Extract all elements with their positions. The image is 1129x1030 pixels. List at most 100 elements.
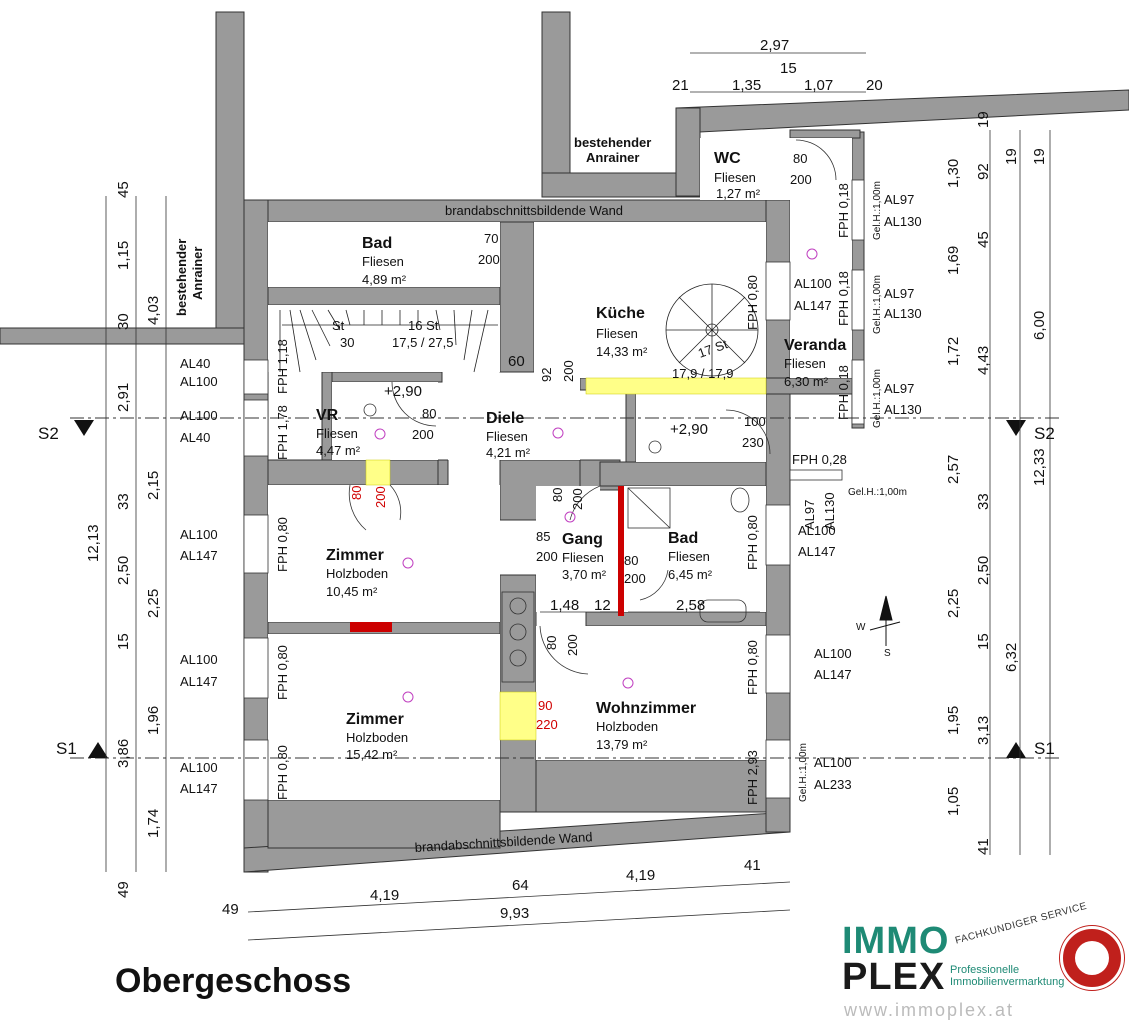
door-height: 200 — [478, 252, 500, 267]
section-label: S1 — [56, 739, 77, 758]
stairs — [279, 309, 498, 373]
door-swings — [348, 139, 837, 675]
door-height: 200 — [536, 549, 558, 564]
dim-left: 2,50 — [115, 556, 132, 585]
dim-top: 1,07 — [804, 77, 833, 94]
dim-bottom: 4,19 — [626, 867, 655, 884]
window-gel: Gel.H.:1,00m — [798, 743, 809, 802]
window-al-top: AL100 — [814, 755, 852, 770]
room-name: Bad — [668, 530, 698, 547]
door-width: 60 — [508, 353, 525, 370]
window-al-bottom: AL147 — [798, 544, 836, 559]
windows-left — [243, 359, 269, 801]
dim-right: 1,72 — [945, 337, 962, 366]
dim-right: 41 — [975, 838, 992, 855]
window-fph: FPH 0,28 — [792, 452, 847, 467]
room-floor: Holzboden — [346, 730, 408, 745]
door-width: 90 — [538, 698, 552, 713]
window-al-bottom: AL130 — [884, 214, 922, 229]
window-al-top: AL40 — [180, 356, 210, 371]
dim-bottom: 49 — [222, 901, 239, 918]
room-area: 4,89 m² — [362, 272, 407, 287]
dim-right: 1,95 — [945, 706, 962, 735]
window-fph: FPH 1,78 — [275, 405, 290, 460]
window-al-top: AL97 — [802, 500, 817, 530]
dim-inner: 2,58 — [676, 597, 705, 614]
dim-left: 49 — [115, 881, 132, 898]
dim-left: 2,25 — [145, 589, 162, 618]
dim-right: 2,57 — [945, 455, 962, 484]
room-area: 1,27 m² — [716, 186, 761, 201]
dim-top: 21 — [672, 77, 689, 94]
door-height: 200 — [790, 172, 812, 187]
dim-left: 1,74 — [145, 809, 162, 838]
door-width: 80 — [550, 488, 565, 502]
dim-left: 2,91 — [115, 383, 132, 412]
stairs-label: St — [332, 318, 345, 333]
room-area: 15,42 m² — [346, 747, 398, 762]
window-fph: FPH 1,18 — [275, 339, 290, 394]
dim-right: 1,05 — [945, 787, 962, 816]
logo-url: www.immoplex.at — [844, 1000, 1015, 1020]
level-label: +2,90 — [670, 421, 708, 438]
door-width: 80 — [544, 636, 559, 650]
dim-right: 6,00 — [1031, 311, 1048, 340]
dim-left: 3,86 — [115, 739, 132, 768]
room-floor: Fliesen — [714, 170, 756, 185]
wall-label-top: brandabschnittsbildende Wand — [445, 203, 623, 218]
window-fph: FPH 2,93 — [745, 750, 760, 805]
room-area: 6,45 m² — [668, 567, 713, 582]
dim-bottom: 41 — [744, 857, 761, 874]
window-fph: FPH 0,80 — [275, 517, 290, 572]
window-fph: FPH 0,18 — [836, 271, 851, 326]
dim-right: 92 — [975, 163, 992, 180]
window-al-bottom: AL147 — [814, 667, 852, 682]
room-floor: Fliesen — [362, 254, 404, 269]
dim-inner: 1,48 — [550, 597, 579, 614]
room-name: WC — [714, 150, 741, 167]
room-floor: Fliesen — [486, 429, 528, 444]
window-al-top: AL100 — [180, 408, 218, 423]
openings — [365, 377, 767, 741]
room-name: Küche — [596, 305, 645, 322]
dim-right: 6,32 — [1003, 643, 1020, 672]
logo-immo: IMMO — [842, 920, 950, 962]
room-floor: Fliesen — [784, 356, 826, 371]
stairs-label: 30 — [340, 335, 354, 350]
neighbor-left-line1: bestehender — [174, 239, 189, 316]
dim-right: 4,43 — [975, 346, 992, 375]
window-al-top: AL100 — [814, 646, 852, 661]
stairs-label: 17,5 / 27,5 — [392, 335, 453, 350]
window-al-top: AL97 — [884, 381, 914, 396]
room-name: Zimmer — [346, 711, 404, 728]
fixtures — [363, 403, 750, 683]
door-width: 80 — [422, 406, 436, 421]
window-al-bottom: AL147 — [180, 548, 218, 563]
window-al-top: AL100 — [798, 523, 836, 538]
compass-south: S — [884, 648, 891, 659]
neighbor-top-line2: Anrainer — [586, 150, 639, 165]
window-gel: Gel.H.:1,00m — [872, 369, 883, 428]
window-fph: FPH 0,18 — [836, 183, 851, 238]
window-fph: FPH 0,80 — [745, 275, 760, 330]
door-width: 100 — [744, 414, 766, 429]
door-width: 92 — [539, 368, 554, 382]
window-al-bottom: AL130 — [822, 492, 837, 530]
room-floor: Fliesen — [316, 426, 358, 441]
section-label: S1 — [1034, 739, 1055, 758]
window-gel: Gel.H.:1,00m — [872, 181, 883, 240]
window-fph: FPH 0,80 — [275, 745, 290, 800]
room-name: Veranda — [784, 337, 846, 354]
dim-inner: 12 — [594, 597, 611, 614]
window-al-bottom: AL100 — [180, 374, 218, 389]
dimension-lines — [105, 52, 1051, 941]
door-width: 80 — [793, 151, 807, 166]
dim-bottom: 4,19 — [370, 887, 399, 904]
room-name: Bad — [362, 235, 392, 252]
room-area: 4,21 m² — [486, 445, 531, 460]
neighbor-walls — [0, 11, 1129, 345]
dim-left: 4,03 — [145, 296, 162, 325]
door-height: 200 — [412, 427, 434, 442]
dim-right: 2,25 — [945, 589, 962, 618]
room-floor: Holzboden — [326, 566, 388, 581]
